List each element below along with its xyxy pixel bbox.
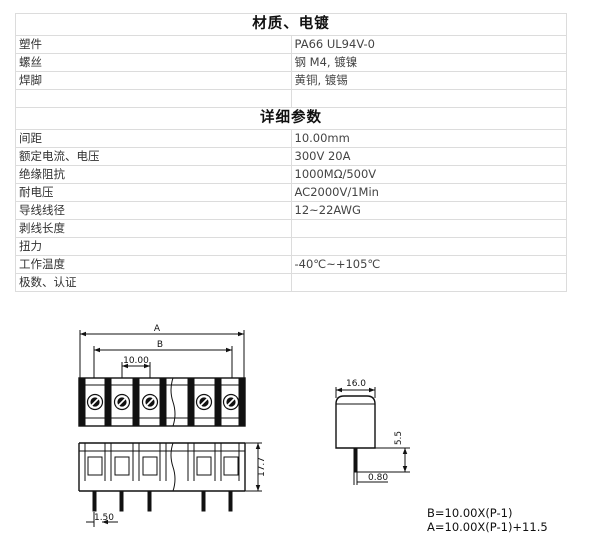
spec-table: 材质、电镀 塑件 PA66 UL94V-0 螺丝 钢 M4, 镀镍 焊脚 黄铜,…	[15, 13, 567, 292]
formula-a: A=10.00X(P-1)+11.5	[427, 520, 548, 534]
profile-view	[335, 387, 410, 485]
row-label: 极数、认证	[15, 273, 292, 292]
screw-icon	[222, 393, 240, 411]
table-row: 极数、认证	[15, 273, 567, 292]
dim-label-a: A	[154, 324, 161, 334]
row-value	[290, 273, 567, 292]
table-row: 绝缘阻抗 1000MΩ/500V	[15, 165, 567, 184]
row-value: 10.00mm	[290, 129, 567, 148]
screw-icon	[86, 393, 104, 411]
screw-icon	[195, 393, 213, 411]
dim-label-b: B	[157, 340, 163, 350]
side-view	[78, 442, 262, 527]
table-row: 额定电流、电压 300V 20A	[15, 147, 567, 166]
screw-icon	[141, 393, 159, 411]
screw-terminals	[86, 393, 240, 411]
row-label: 间距	[15, 129, 292, 148]
front-view	[78, 330, 246, 427]
row-value: 1000MΩ/500V	[290, 165, 567, 184]
row-value: 钢 M4, 镀镍	[290, 53, 567, 72]
dimension-labels: A B 10.00 17.7 1.50 16.0 5.5 0.80	[94, 324, 404, 523]
dim-label-width: 16.0	[346, 379, 366, 389]
table-row: 螺丝 钢 M4, 镀镍	[15, 53, 567, 72]
dim-label-pin-length: 5.5	[394, 431, 404, 445]
formula-b: B=10.00X(P-1)	[427, 506, 513, 520]
table-row: 导线线径 12~22AWG	[15, 201, 567, 220]
dim-label-pitch: 10.00	[123, 356, 149, 366]
dim-label-pin-dia: 0.80	[368, 473, 388, 483]
screw-icon	[113, 393, 131, 411]
dim-label-pin-offset: 1.50	[94, 513, 114, 523]
table-row: 间距 10.00mm	[15, 129, 567, 148]
dim-label-height: 17.7	[257, 457, 267, 477]
